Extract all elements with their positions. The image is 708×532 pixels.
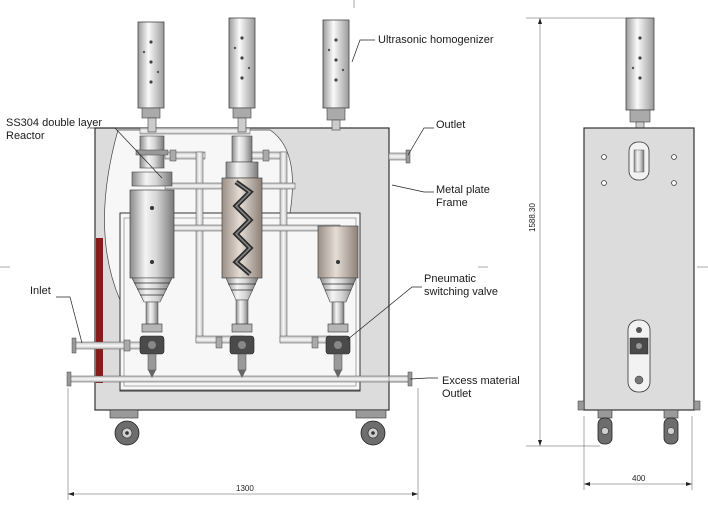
pneumatic-valve-1	[139, 323, 165, 378]
label-ultrasonic-homogenizer: Ultrasonic homogenizer	[378, 34, 494, 46]
dimension-400: 400	[632, 474, 646, 483]
inlet-pipe	[74, 341, 146, 350]
label-frame-line1: Metal plate	[436, 184, 490, 196]
pneumatic-valve-2	[229, 323, 255, 378]
reactor-3	[317, 225, 359, 325]
ultrasonic-homogenizer-3	[322, 19, 350, 131]
label-inlet: Inlet	[30, 285, 51, 297]
dimension-1300: 1300	[236, 484, 254, 493]
pneumatic-valve-3	[325, 323, 351, 378]
label-reactor-line1: SS304 double layer	[6, 117, 102, 129]
reactor-2	[221, 135, 263, 325]
label-frame-line2: Frame	[436, 197, 468, 209]
side-caster-left	[597, 409, 613, 445]
label-outlet: Outlet	[436, 119, 465, 131]
front-view	[56, 17, 438, 500]
caster-wheel-right	[355, 409, 387, 446]
ultrasonic-homogenizer-1	[137, 21, 165, 133]
label-excess-line1: Excess material	[442, 375, 520, 387]
height-dimension	[526, 17, 626, 447]
label-excess-line2: Outlet	[442, 388, 471, 400]
side-width-dimension	[583, 416, 693, 490]
side-view	[526, 17, 701, 490]
width-dimension	[67, 388, 419, 500]
label-valve-line2: switching valve	[424, 286, 498, 298]
excess-outlet-pipe	[388, 375, 410, 383]
side-caster-right	[663, 409, 679, 445]
red-side-strip	[96, 238, 103, 383]
label-valve-line1: Pneumatic	[424, 273, 476, 285]
label-reactor-line2: Reactor	[6, 130, 45, 142]
caster-wheel-left	[109, 409, 140, 446]
leader-lines	[56, 39, 438, 380]
outlet-pipe	[388, 152, 408, 161]
dimension-1588: 1588.30	[528, 203, 537, 232]
reactor-1	[129, 135, 175, 325]
ultrasonic-homogenizer-2	[228, 17, 256, 133]
